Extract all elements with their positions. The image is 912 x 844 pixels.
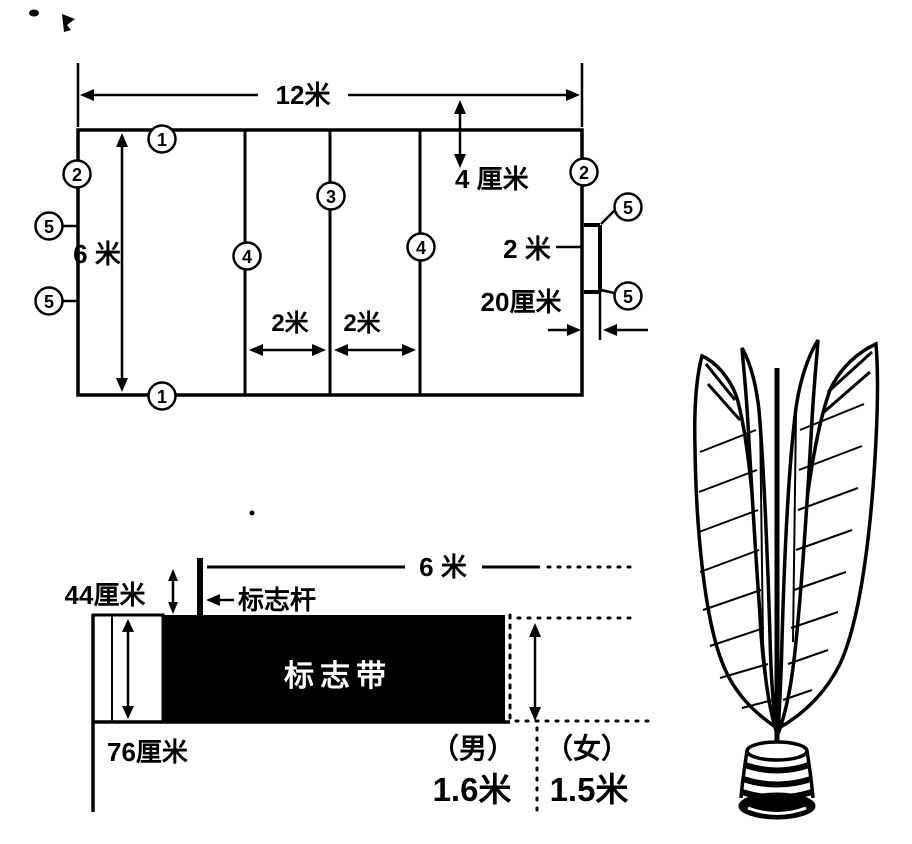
marker-band xyxy=(163,615,505,722)
arrowhead-right xyxy=(567,324,581,336)
svg-text:5: 5 xyxy=(623,198,633,218)
feather-left-hatching xyxy=(698,429,774,709)
band-label: 标志带 xyxy=(284,660,392,693)
center-left-label: 2米 xyxy=(271,310,308,337)
net-width-dimension: 6 米 xyxy=(207,552,632,582)
svg-text:4: 4 xyxy=(416,238,426,258)
pole-height-label: 44厘米 xyxy=(65,580,146,610)
right-gap-dimension: 2 米 xyxy=(503,223,602,340)
svg-text:2: 2 xyxy=(72,165,82,185)
marker-2-right: 2 xyxy=(569,157,599,187)
feather-center-ribs xyxy=(759,411,797,643)
svg-text:5: 5 xyxy=(44,217,54,237)
arrowhead-up xyxy=(116,133,128,147)
scan-specks xyxy=(29,9,255,516)
marker-5-right-top: 5 xyxy=(613,192,643,222)
cork-bottom xyxy=(738,792,816,820)
arrowhead-left xyxy=(603,324,617,336)
court-diagram: 12米 6 米 4 厘米 2 米 20厘米 xyxy=(34,63,648,411)
svg-text:2: 2 xyxy=(579,163,589,183)
arrowhead-up xyxy=(454,100,466,114)
marker-1-bottom: 1 xyxy=(147,381,177,411)
court-width-label: 12米 xyxy=(276,80,331,110)
svg-text:1: 1 xyxy=(157,130,167,150)
svg-text:5: 5 xyxy=(44,292,54,312)
court-markers: 1 1 2 2 3 4 4 xyxy=(34,124,643,411)
cork-highlight xyxy=(747,806,807,815)
men-label: （男） xyxy=(431,732,515,764)
court-height-dimension: 6 米 xyxy=(73,133,128,392)
band-height-arrow xyxy=(122,619,134,719)
pole-height-dimension: 44厘米 xyxy=(65,569,178,614)
arrowhead-down xyxy=(116,378,128,392)
net-width-label: 6 米 xyxy=(419,552,467,582)
feather-right-hatching xyxy=(782,403,865,701)
women-net-height: 1.5米 xyxy=(550,771,629,808)
net-height-arrow xyxy=(529,623,541,721)
line-width-label: 4 厘米 xyxy=(455,164,529,194)
marker-5-left-top: 5 xyxy=(34,211,64,241)
feather-tip-strokes xyxy=(704,350,874,421)
pole-label: 标志杆 xyxy=(238,585,316,615)
shuttlecock-illustration xyxy=(693,339,880,820)
marker-4-right: 4 xyxy=(406,232,436,262)
men-net-height: 1.6米 xyxy=(433,771,512,808)
svg-text:5: 5 xyxy=(623,287,633,307)
arrowhead-left xyxy=(80,89,94,101)
right-offset-label: 20厘米 xyxy=(481,287,562,317)
right-offset-dimension: 20厘米 xyxy=(481,287,648,336)
line-width-dimension: 4 厘米 xyxy=(454,100,529,194)
center-right-label: 2米 xyxy=(343,310,380,337)
center-span-dimension: 2米 2米 xyxy=(249,310,416,356)
svg-text:3: 3 xyxy=(326,187,336,207)
shuttlecock-cork xyxy=(738,740,816,820)
arrowhead-down xyxy=(454,154,466,168)
marker-5-left-bottom: 5 xyxy=(34,286,64,316)
court-height-label: 6 米 xyxy=(73,239,121,269)
svg-text:1: 1 xyxy=(157,387,167,407)
arrowhead-right xyxy=(566,89,580,101)
arrowhead-left xyxy=(206,594,220,606)
svg-text:4: 4 xyxy=(242,247,252,267)
marker-4-left: 4 xyxy=(232,241,262,271)
net-diagram: 6 米 标志杆 44厘米 标志带 xyxy=(65,552,650,814)
court-width-dimension: 12米 xyxy=(76,63,584,127)
women-label: （女） xyxy=(545,732,629,764)
marker-2-left: 2 xyxy=(62,159,92,189)
marker-3: 3 xyxy=(316,181,346,211)
right-gap-label: 2 米 xyxy=(503,234,551,264)
feather-center-right xyxy=(776,339,820,735)
marker-5-right-bottom: 5 xyxy=(613,281,643,311)
pole-callout: 标志杆 xyxy=(206,585,316,615)
marker-1-top: 1 xyxy=(147,124,177,154)
band-height-label: 76厘米 xyxy=(107,737,188,767)
